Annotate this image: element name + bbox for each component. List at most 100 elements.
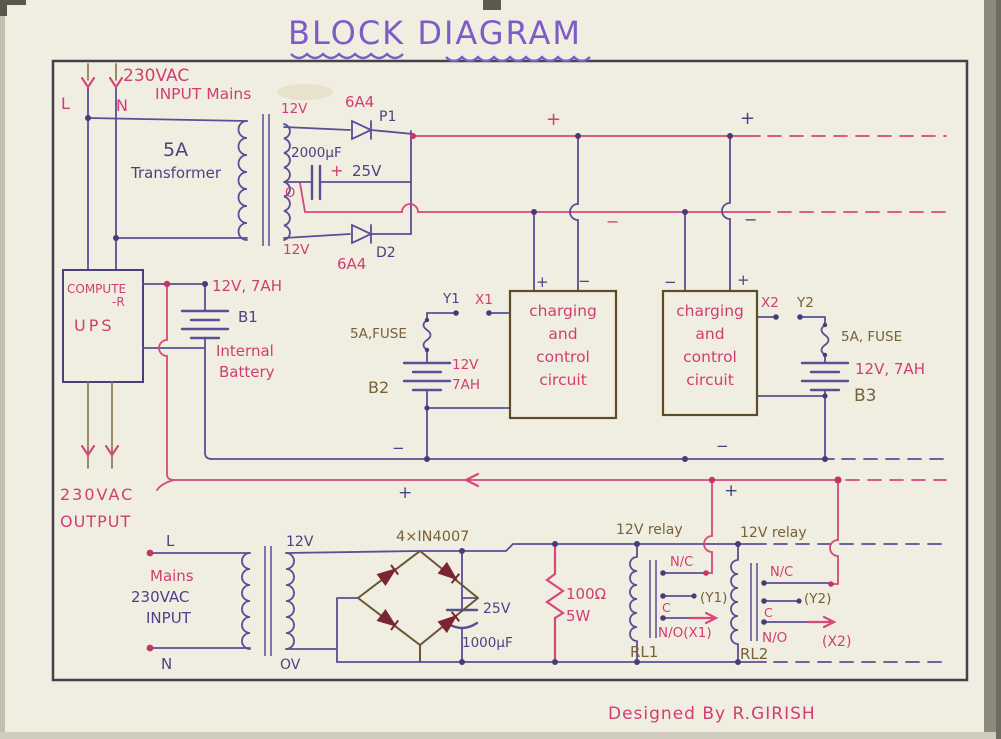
ups-line2: -R: [112, 295, 125, 309]
relay1-title: 12V relay: [616, 522, 683, 538]
box1-word1: charging: [529, 302, 597, 320]
contact-x2: X2: [761, 295, 779, 311]
paper-sheet: [4, 0, 992, 735]
fuse2-label: 5A, FUSE: [841, 329, 902, 345]
bridge-diode-1: [376, 564, 399, 586]
box2-plus: +: [737, 271, 750, 289]
diode2-part: 6A4: [337, 255, 366, 273]
bottom-neutral: N: [161, 655, 172, 673]
charging-box2-text: charging and control circuit: [676, 302, 744, 389]
charger1-wiring: [402, 312, 511, 460]
cap1-value: 2000μF: [291, 145, 342, 161]
live-label: L: [61, 94, 70, 113]
paper-stain: [277, 84, 333, 100]
b1-caption2: Battery: [219, 363, 275, 381]
ups-line1: COMPUTE: [67, 282, 126, 296]
transformer-1: [237, 114, 351, 246]
b3-spec: 12V, 7AH: [855, 360, 925, 378]
bridge-rectifier: [357, 550, 479, 662]
charging-control-box-1: [508, 289, 618, 420]
bridge-diode-2: [437, 561, 460, 584]
bridge-diode-3: [376, 609, 399, 631]
input-caption-label: INPUT Mains: [155, 85, 251, 103]
b2-volts: 12V: [452, 357, 479, 373]
bottom-mains2: 230VAC: [131, 588, 189, 606]
resistor-100ohm: [545, 542, 566, 664]
cap2-voltage: 25V: [483, 601, 511, 617]
relay1-no: N/O(X1): [658, 625, 712, 641]
relay1-name: RL1: [630, 643, 658, 661]
t2-tap-top: 12V: [286, 534, 314, 550]
bottom-mains1: Mains: [150, 567, 194, 585]
capacitor-2000uf: [310, 164, 412, 201]
output-caption: OUTPUT: [60, 512, 131, 531]
input-arrow-n: [108, 76, 124, 89]
relay1-nc: N/C: [670, 555, 693, 570]
contact-y1: Y1: [442, 291, 460, 307]
box1-word4: circuit: [539, 371, 587, 389]
box2-word3: control: [683, 348, 737, 366]
cap1-plus: +: [330, 161, 343, 180]
box2-minus: −: [664, 273, 677, 291]
charging-control-box-2: [661, 289, 759, 417]
neutral-label: N: [116, 96, 128, 115]
relay1-y: (Y1): [700, 590, 727, 606]
relay1-c: C: [662, 600, 671, 615]
b1-name: B1: [238, 308, 258, 326]
tap-center: O: [285, 186, 295, 201]
dc-minus-rail: [299, 182, 947, 213]
charger-feed-wires: [533, 135, 731, 292]
mains-charger-wiring: [149, 546, 479, 663]
box2-word1: charging: [676, 302, 744, 320]
rail-plus-left: +: [546, 109, 561, 130]
diode2-name: D2: [376, 245, 396, 261]
rail-minus-right: −: [744, 210, 757, 229]
ups-battery-wiring: [87, 283, 230, 469]
flow-arrows: [80, 76, 837, 629]
fuse1-label: 5A,FUSE: [350, 326, 407, 342]
bus-minus1: −: [392, 439, 405, 457]
relay2-nc: N/C: [770, 565, 793, 580]
tap-12v-bottom: 12V: [283, 242, 310, 258]
diode1-part: 6A4: [345, 93, 374, 111]
photo-bottom-edge: [0, 732, 996, 739]
plus-bus-arrow: [463, 472, 480, 488]
output-arrow-1: [80, 444, 96, 457]
bus-plus2: +: [724, 481, 738, 501]
bus-plus1: +: [398, 483, 412, 503]
box1-minus: −: [578, 272, 591, 290]
box1-word2: and: [548, 325, 577, 343]
b2-cap: 7AH: [452, 377, 480, 393]
bottom-mains3: INPUT: [146, 609, 192, 627]
transformer1-rating: 5A: [163, 139, 188, 161]
bus-minus2: −: [716, 437, 729, 455]
junction-dots: [85, 115, 842, 665]
diode1-name: P1: [379, 109, 396, 125]
title-underline: [290, 52, 591, 63]
relay2-y: (Y2): [804, 591, 831, 607]
ups-line3: UPS: [74, 316, 115, 335]
box2-word2: and: [695, 325, 724, 343]
transformer1-name: Transformer: [130, 164, 222, 182]
page-title: BLOCK DIAGRAM: [288, 14, 582, 52]
relay2-title: 12V relay: [740, 525, 807, 541]
output-arrow-2: [104, 444, 120, 457]
relay2-c: C: [764, 605, 773, 620]
ups-box: [62, 269, 144, 383]
bottom-live: L: [166, 532, 175, 550]
photo-left-edge: [0, 0, 5, 739]
bridge-label: 4×IN4007: [396, 529, 469, 545]
battery-plus-bus: [156, 285, 947, 585]
tap-12v-top: 12V: [281, 101, 308, 117]
output-voltage: 230VAC: [60, 485, 134, 504]
relay-rl1: [629, 543, 707, 663]
resistor-watts: 5W: [566, 607, 591, 625]
resistor-value: 100Ω: [566, 585, 606, 603]
no-x1-arrow: [688, 611, 719, 625]
relay2-no: N/O: [762, 630, 787, 646]
cap1-voltage: 25V: [352, 162, 382, 180]
b3-name: B3: [854, 386, 876, 406]
b1-caption1: Internal: [216, 342, 274, 360]
